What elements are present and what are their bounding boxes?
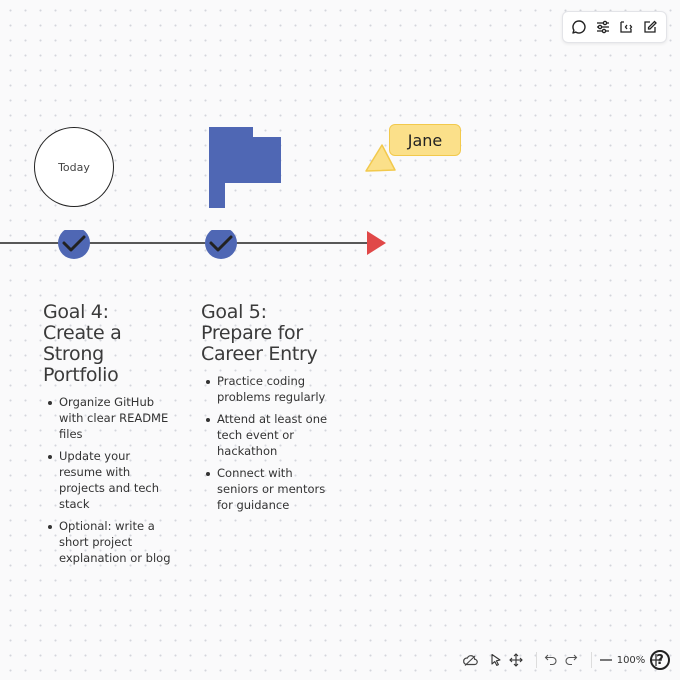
bullet-line: for guidance xyxy=(217,498,290,512)
bullet-line: with clear README xyxy=(59,411,169,425)
move-icon xyxy=(509,653,523,667)
today-marker[interactable]: Today xyxy=(34,127,114,207)
bullet-line: Connect with xyxy=(217,466,293,480)
goal-5-title: Goal 5: Prepare for Career Entry xyxy=(201,302,351,365)
redo-icon xyxy=(565,654,578,666)
bullet-line: problems regularly xyxy=(217,390,326,404)
list-item: Update your resume with projects and tec… xyxy=(43,448,193,512)
check-marker-goal-4 xyxy=(58,230,90,259)
zoom-level[interactable]: 100% xyxy=(616,654,646,666)
redo-button[interactable] xyxy=(561,649,581,671)
divider xyxy=(591,652,592,668)
goal-4-title: Goal 4: Create a Strong Portfolio xyxy=(43,302,193,386)
bullet-line: explanation or blog xyxy=(59,551,171,565)
help-icon: ? xyxy=(656,652,664,668)
goal-title-line: Career Entry xyxy=(201,343,318,365)
flag-icon[interactable] xyxy=(205,125,285,211)
undo-icon xyxy=(544,654,557,666)
goal-title-line: Goal 5: xyxy=(201,301,267,323)
bullet-line: Organize GitHub xyxy=(59,395,155,409)
comment-button[interactable] xyxy=(568,16,590,38)
check-marker-goal-5 xyxy=(205,230,237,259)
goal-title-line: Strong xyxy=(43,343,104,365)
bullet-line: projects and tech xyxy=(59,481,160,495)
goal-5-card[interactable]: Goal 5: Prepare for Career Entry Practic… xyxy=(201,302,351,519)
goal-4-card[interactable]: Goal 4: Create a Strong Portfolio Organi… xyxy=(43,302,193,572)
checkmark-icon xyxy=(62,235,86,252)
collaborator-name-tag: Jane xyxy=(389,124,461,156)
cloud-icon xyxy=(463,655,478,666)
divider xyxy=(536,652,537,668)
goal-4-bullets: Organize GitHub with clear README files … xyxy=(43,394,193,566)
pointer-icon xyxy=(491,653,501,666)
bullet-line: Update your xyxy=(59,449,131,463)
bullet-line: resume with xyxy=(59,465,131,479)
list-item: Attend at least one tech event or hackat… xyxy=(201,411,351,459)
bullet-line: seniors or mentors xyxy=(217,482,326,496)
list-item: Connect with seniors or mentors for guid… xyxy=(201,465,351,513)
list-item: Practice coding problems regularly xyxy=(201,373,351,405)
collaborator-cursor-icon xyxy=(365,144,396,172)
collaborator-name: Jane xyxy=(407,130,443,150)
bullet-line: hackathon xyxy=(217,444,278,458)
goal-title-line: Goal 4: xyxy=(43,301,109,323)
pan-tool-button[interactable] xyxy=(506,649,526,671)
help-button[interactable]: ? xyxy=(650,650,670,670)
undo-button[interactable] xyxy=(541,649,561,671)
flag-shape xyxy=(209,127,281,208)
timeline-arrow-head xyxy=(367,231,386,255)
list-item: Organize GitHub with clear README files xyxy=(43,394,193,442)
settings-button[interactable] xyxy=(592,16,614,38)
minus-icon xyxy=(600,659,612,661)
goal-5-bullets: Practice coding problems regularly Atten… xyxy=(201,373,351,513)
today-label: Today xyxy=(58,160,90,174)
bottom-toolbar: 100% xyxy=(460,648,672,672)
settings-sliders-icon xyxy=(596,20,609,34)
goal-title-line: Portfolio xyxy=(43,364,119,386)
bullet-line: Optional: write a xyxy=(59,519,155,533)
bullet-line: short project xyxy=(59,535,133,549)
zoom-out-button[interactable] xyxy=(596,649,616,671)
checkmark-icon xyxy=(209,235,233,252)
edit-button[interactable] xyxy=(639,16,661,38)
select-tool-button[interactable] xyxy=(486,649,506,671)
bullet-line: tech event or xyxy=(217,428,295,442)
goal-title-line: Prepare for xyxy=(201,322,303,344)
bullet-line: Practice coding xyxy=(217,374,306,388)
top-toolbar xyxy=(562,11,667,43)
embed-icon xyxy=(620,21,633,33)
cloud-sync-button[interactable] xyxy=(460,649,480,671)
bullet-line: files xyxy=(59,427,83,441)
goal-title-line: Create a xyxy=(43,322,122,344)
bullet-line: Attend at least one xyxy=(217,412,328,426)
embed-button[interactable] xyxy=(615,16,637,38)
edit-icon xyxy=(644,20,658,33)
chat-icon xyxy=(572,20,586,34)
list-item: Optional: write a short project explanat… xyxy=(43,518,193,566)
timeline[interactable] xyxy=(0,230,400,260)
bullet-line: stack xyxy=(59,497,90,511)
